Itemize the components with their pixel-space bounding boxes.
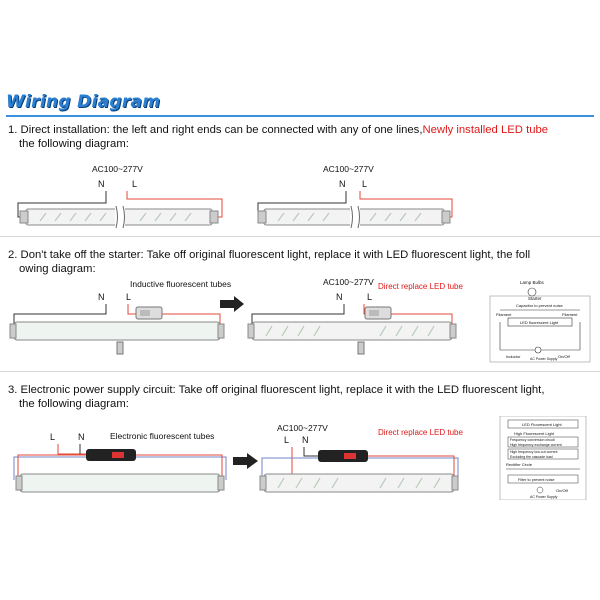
s3-schem-hf: High Fluorescent Light: [514, 431, 555, 436]
s1-left-l: L: [132, 179, 137, 189]
s2-left-ballast: [135, 306, 163, 320]
s3-right-n-wire: [303, 447, 318, 457]
section1-highlight: Newly installed LED tube: [422, 124, 549, 136]
s3-right-caption: Direct replace LED tube: [378, 428, 463, 437]
s1-right-led-tube: [257, 205, 451, 229]
section2-subtext: owing diagram:: [19, 263, 96, 275]
s2-schem-filament-l: Filament: [496, 312, 512, 317]
page-title: Wiring Diagram: [6, 92, 161, 112]
s3-schem-filter: Filter to prevent noise: [518, 478, 555, 482]
s2-right-l: L: [367, 292, 372, 302]
s2-schem-filament-r: Filament: [562, 312, 578, 317]
section3-heading: 3. Electronic power supply circuit: Take…: [8, 384, 545, 396]
s2-right-ballast-wire: [388, 313, 453, 324]
section3-subtext: the following diagram:: [19, 398, 129, 410]
s1-right-voltage: AC100~277V: [323, 164, 374, 174]
s2-right-voltage: AC100~277V: [323, 277, 374, 287]
s2-right-caption: Direct replace LED tube: [378, 282, 463, 291]
section1-text: 1. Direct installation: the left and rig…: [8, 124, 423, 136]
s1-left-voltage: AC100~277V: [92, 164, 143, 174]
section2-diagram: Inductive fluorescent tubes N L AC100~27…: [9, 277, 591, 363]
s3-schem-freq: Frequency conversion circuit: [510, 438, 555, 442]
s2-left-ballast-wire: [158, 313, 221, 324]
s2-left-starter: [116, 341, 124, 355]
s3-left-l-wire: [57, 444, 86, 455]
s3-left-n: N: [78, 432, 85, 442]
section1-subtext: the following diagram:: [19, 138, 129, 150]
s2-right-n-wire: [251, 304, 345, 324]
s2-left-l: L: [126, 292, 131, 302]
s2-right-ballast: [364, 306, 392, 320]
s3-schem-hf-lo2: Excluding the cascade load: [510, 455, 553, 459]
s2-left-caption: Inductive fluorescent tubes: [130, 279, 231, 289]
s2-schem-ac: AC Power Supply: [530, 357, 558, 361]
s1-left-led-tube: [19, 205, 219, 229]
s2-schematic: Lamp Bulbs Starter Capacitor to prevent …: [489, 280, 591, 363]
s3-schem-freq2: High frequency exchange current: [510, 443, 562, 447]
section3-diagram: L N Electronic fluorescent tubes AC100~2…: [13, 416, 587, 500]
s3-left-caption: Electronic fluorescent tubes: [110, 431, 214, 441]
s1-right-l: L: [362, 179, 367, 189]
divider-2: [0, 371, 600, 372]
s3-left-l: L: [50, 432, 55, 442]
divider-1: [0, 236, 600, 237]
title-underline: [6, 115, 594, 117]
s2-schem-led: LED fluorescent Light: [520, 320, 559, 325]
s3-schem-onoff: On/Off: [556, 488, 569, 493]
s2-left-n-wire: [13, 304, 107, 324]
s2-left-n: N: [98, 292, 105, 302]
section1-diagram: AC100~277V N L AC100~277V N L: [17, 164, 453, 229]
s2-schem-inductor: Inductor: [506, 354, 521, 359]
s2-right-led-tube: [247, 321, 457, 341]
s2-schem-capacitor: Capacitor to prevent noise: [516, 303, 563, 308]
s3-schem-led: LED Fluorescent Light: [522, 422, 562, 427]
s2-schem-onoff: On/Off: [558, 354, 571, 359]
s2-schem-lamp: Lamp Bulbs: [520, 280, 545, 285]
s1-left-l-wire: [126, 191, 223, 218]
s3-schem-ac: AC Power Supply: [530, 495, 558, 499]
s3-right-l: L: [284, 435, 289, 445]
s3-schematic: LED Fluorescent Light High Fluorescent L…: [499, 416, 587, 500]
section1-heading: 1. Direct installation: the left and rig…: [8, 123, 598, 137]
s1-right-n: N: [339, 179, 346, 189]
s3-right-voltage: AC100~277V: [277, 423, 328, 433]
s3-left-fluorescent-tube: [15, 473, 225, 493]
section2-heading: 2. Don't take off the starter: Take off …: [8, 249, 531, 261]
s2-left-fluorescent-tube: [9, 321, 225, 341]
s2-schem-starter: Starter: [528, 296, 542, 301]
s3-schem-rectifier: Rectifier Circle: [506, 462, 533, 467]
s3-right-driver: [318, 450, 368, 462]
s3-schem-hf-lo: High frequency low-cut current: [510, 450, 557, 454]
s2-arrow-icon: [220, 296, 244, 312]
s3-arrow-icon: [233, 453, 258, 469]
s3-right-led-tube: [259, 473, 459, 493]
s2-right-starter: [357, 341, 365, 355]
s3-right-n: N: [302, 435, 309, 445]
s3-left-driver: [86, 449, 136, 461]
s2-right-n: N: [336, 292, 343, 302]
s1-left-n: N: [98, 179, 105, 189]
